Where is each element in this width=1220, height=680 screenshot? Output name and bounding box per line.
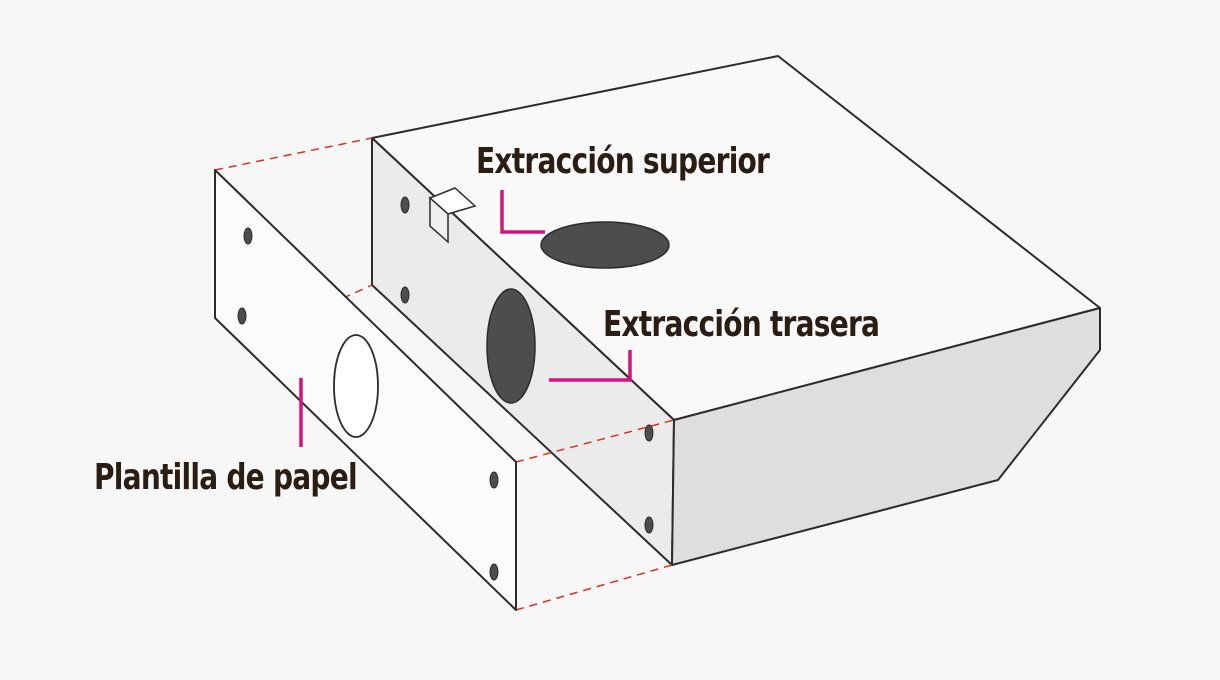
template-screw-hole [237, 307, 247, 325]
dashed-guide-line [515, 564, 673, 611]
dashed-guide-line [214, 137, 373, 171]
label-rear-extraction: Extracción trasera [603, 304, 880, 345]
template-screw-hole [243, 227, 253, 245]
box-screw-hole [644, 516, 654, 534]
template-cutout-circle [333, 334, 379, 438]
label-paper-template: Plantilla de papel [94, 457, 358, 498]
box-side-face [671, 307, 1101, 566]
leader-line-rear-extraction [549, 350, 632, 382]
template-screw-hole [489, 471, 499, 489]
box-screw-hole [400, 196, 410, 214]
box-tab-fold [429, 196, 449, 244]
top-extraction-hole [540, 221, 670, 269]
rear-extraction-hole [486, 288, 536, 404]
leader-line-top-extraction [500, 190, 545, 234]
label-top-extraction: Extracción superior [476, 141, 770, 182]
box-screw-hole [400, 286, 410, 304]
template-screw-hole [489, 563, 499, 581]
box-screw-hole [644, 424, 654, 442]
